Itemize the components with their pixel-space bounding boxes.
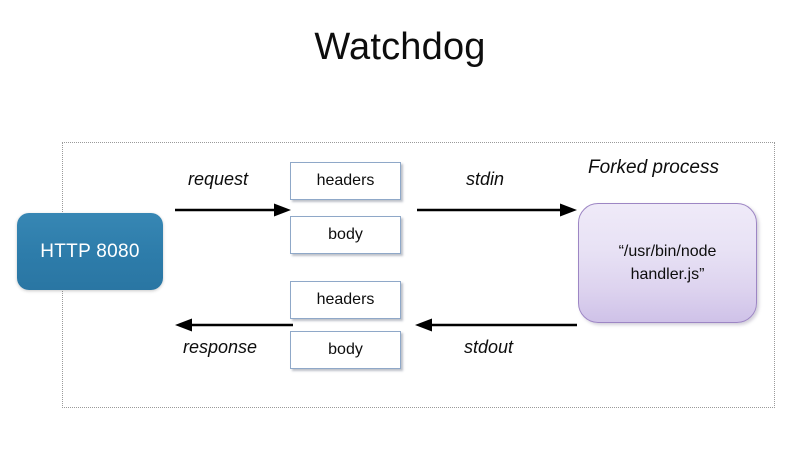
response-body-box[interactable]: body <box>290 331 401 369</box>
forked-process-caption: Forked process <box>588 157 719 178</box>
request-headers-label: headers <box>316 172 375 189</box>
stdin-edge-label: stdin <box>466 169 505 189</box>
page-title: Watchdog <box>314 26 486 68</box>
request-headers-box[interactable]: headers <box>290 162 401 200</box>
response-edge-label: response <box>183 337 258 357</box>
response-body-label: body <box>328 341 363 358</box>
forked-process-command-line-1: “/usr/bin/node <box>618 242 717 260</box>
stdout-arrow <box>415 317 577 333</box>
http-listener-label: HTTP 8080 <box>40 240 140 262</box>
stdin-arrow <box>417 202 577 218</box>
forked-process-command-line-2: handler.js” <box>630 266 705 283</box>
request-body-box[interactable]: body <box>290 216 401 254</box>
request-arrow <box>175 202 291 218</box>
stdout-edge-label: stdout <box>464 337 514 357</box>
request-body-label: body <box>328 226 363 243</box>
response-arrow <box>175 317 293 333</box>
response-headers-box[interactable]: headers <box>290 281 401 319</box>
response-headers-label: headers <box>316 291 375 308</box>
request-edge-label: request <box>188 169 249 189</box>
http-listener-node[interactable]: HTTP 8080 <box>17 213 163 290</box>
forked-process-node[interactable]: “/usr/bin/node handler.js” <box>578 203 757 323</box>
